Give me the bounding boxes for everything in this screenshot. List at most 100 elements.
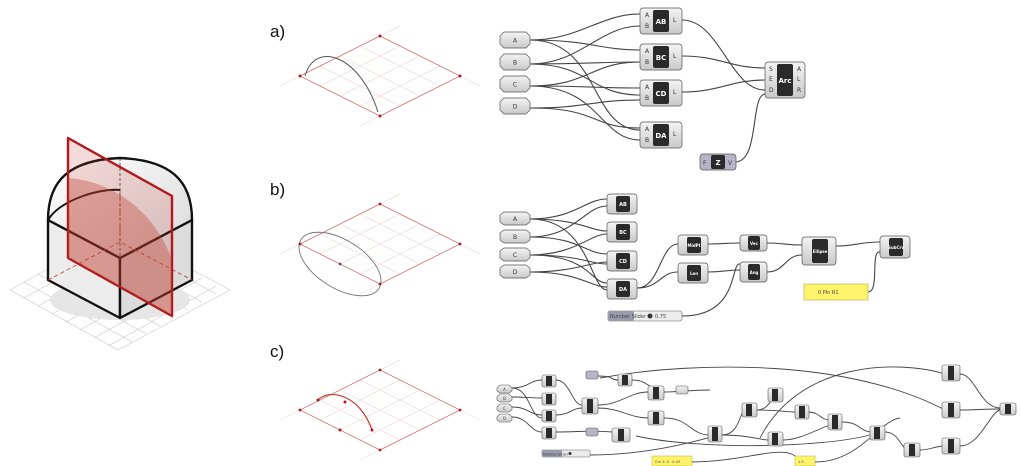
wires-b <box>529 198 881 317</box>
subcurve-node[interactable]: SubCrv <box>879 235 911 259</box>
svg-text:AB: AB <box>619 202 627 208</box>
svg-text:A: A <box>513 38 518 45</box>
line-node-ab[interactable]: AB <box>606 193 638 215</box>
ellipse-node[interactable]: Ellipse <box>801 236 837 266</box>
svg-text:Z: Z <box>715 159 720 167</box>
row-label-c: c) <box>270 342 284 361</box>
isometric-vault-illustration <box>9 136 231 351</box>
input-params-c: A B C D <box>496 384 513 423</box>
svg-text:C: C <box>513 82 517 89</box>
line-node-bc[interactable]: BC <box>606 221 638 243</box>
svg-text:1.5: 1.5 <box>798 460 804 464</box>
number-slider-c[interactable]: Number Slider <box>541 449 591 458</box>
svg-text:Ang: Ang <box>750 270 759 275</box>
svg-text:L: L <box>673 17 677 24</box>
svg-text:A: A <box>797 66 802 73</box>
svg-text:Number Slider: Number Slider <box>610 314 647 320</box>
node-graph-c: A B C D <box>496 364 1017 466</box>
yellow-panel-c2[interactable]: 1.5 <box>794 455 816 466</box>
svg-text:B: B <box>645 95 649 102</box>
input-params-b: A B C D <box>499 211 531 279</box>
svg-text:0.75: 0.75 <box>655 314 666 320</box>
line-node-cd[interactable]: CD <box>606 250 638 272</box>
input-param-b[interactable]: B <box>496 393 513 403</box>
node-graph-b: A B C D AB BC <box>499 193 911 322</box>
svg-text:DA: DA <box>655 132 667 140</box>
svg-text:A: A <box>503 387 506 392</box>
svg-text:B: B <box>645 23 649 30</box>
red-section-plane <box>66 136 174 318</box>
sub-arc-curve <box>317 393 373 431</box>
svg-text:Ellipse: Ellipse <box>813 249 828 254</box>
input-param-c[interactable]: C <box>499 247 531 262</box>
line-node-da[interactable]: DA AB L <box>639 121 683 149</box>
input-param-b[interactable]: B <box>499 53 531 71</box>
ellipse-curve <box>298 231 382 297</box>
svg-text:L: L <box>673 89 677 96</box>
arc-curve <box>304 56 379 113</box>
yellow-panel[interactable]: 0 Pln R1 <box>803 283 869 301</box>
wires-a <box>529 13 766 163</box>
svg-text:CD: CD <box>619 259 627 265</box>
node-graph-a: A B C D AB ABL BC ABL <box>499 7 806 171</box>
input-param-a[interactable]: A <box>499 31 531 49</box>
svg-text:L: L <box>673 131 677 138</box>
line-node-cd[interactable]: CD AB L <box>639 79 683 107</box>
length-node[interactable]: Len <box>677 262 709 284</box>
svg-text:B: B <box>645 137 649 144</box>
svg-text:L: L <box>673 53 677 60</box>
svg-text:V: V <box>728 160 733 167</box>
input-param-c[interactable]: C <box>496 403 513 413</box>
input-param-d[interactable]: D <box>499 97 531 115</box>
input-param-d[interactable]: D <box>499 264 531 279</box>
svg-text:C: C <box>513 252 517 259</box>
svg-text:D: D <box>513 104 518 111</box>
svg-text:MidPt: MidPt <box>687 243 700 248</box>
svg-text:Len: Len <box>690 271 698 276</box>
svg-text:L: L <box>797 76 801 83</box>
sketch-grid-c <box>279 359 481 461</box>
svg-text:0 Pln R1: 0 Pln R1 <box>818 290 839 296</box>
svg-text:D: D <box>769 87 774 94</box>
svg-text:SubCrv: SubCrv <box>888 245 905 250</box>
line-node-da[interactable]: DA <box>606 278 638 300</box>
input-param-c[interactable]: C <box>499 75 531 93</box>
input-param-a[interactable]: A <box>496 384 513 394</box>
svg-text:E: E <box>769 76 773 83</box>
svg-text:CD: CD <box>656 90 667 98</box>
wires-c <box>511 366 1001 463</box>
svg-text:A: A <box>645 126 650 133</box>
svg-text:A: A <box>645 12 650 19</box>
svg-text:C: C <box>503 406 506 411</box>
svg-text:AB: AB <box>656 18 667 26</box>
row-label-b: b) <box>270 180 285 199</box>
vector-node[interactable]: Vec <box>739 234 768 252</box>
svg-text:A: A <box>645 84 650 91</box>
svg-text:F: F <box>703 160 707 167</box>
input-param-b[interactable]: B <box>499 229 531 244</box>
svg-text:B: B <box>513 234 517 241</box>
svg-text:B: B <box>503 396 506 401</box>
number-slider[interactable]: Number Slider 0.75 <box>607 310 683 322</box>
sketch-grid-a <box>279 25 481 127</box>
input-param-a[interactable]: A <box>499 211 531 226</box>
svg-text:Number Slider: Number Slider <box>543 453 569 457</box>
sketch-grid-b <box>279 193 481 297</box>
angle-node[interactable]: Ang <box>739 261 768 283</box>
line-node-ab[interactable]: AB AB L <box>639 7 683 35</box>
arc-node[interactable]: Arc S E D A L R <box>764 61 806 99</box>
svg-text:D: D <box>513 269 518 276</box>
svg-text:Vec: Vec <box>750 241 759 246</box>
svg-text:D: D <box>503 416 506 421</box>
input-param-d[interactable]: D <box>496 413 513 423</box>
svg-text:A: A <box>645 48 650 55</box>
svg-text:Arc: Arc <box>778 77 791 85</box>
svg-text:R: R <box>797 87 801 94</box>
unit-z-node[interactable]: Z F V <box>699 153 737 171</box>
svg-text:S: S <box>769 66 773 73</box>
midpoint-node[interactable]: MidPt <box>677 234 709 256</box>
line-node-bc[interactable]: BC ABL <box>639 43 683 71</box>
component-nodes-c[interactable] <box>541 364 1017 458</box>
svg-text:Crv 1: 0 - 0.43: Crv 1: 0 - 0.43 <box>655 460 680 464</box>
yellow-panel-c1[interactable]: Crv 1: 0 - 0.43 <box>651 455 693 466</box>
